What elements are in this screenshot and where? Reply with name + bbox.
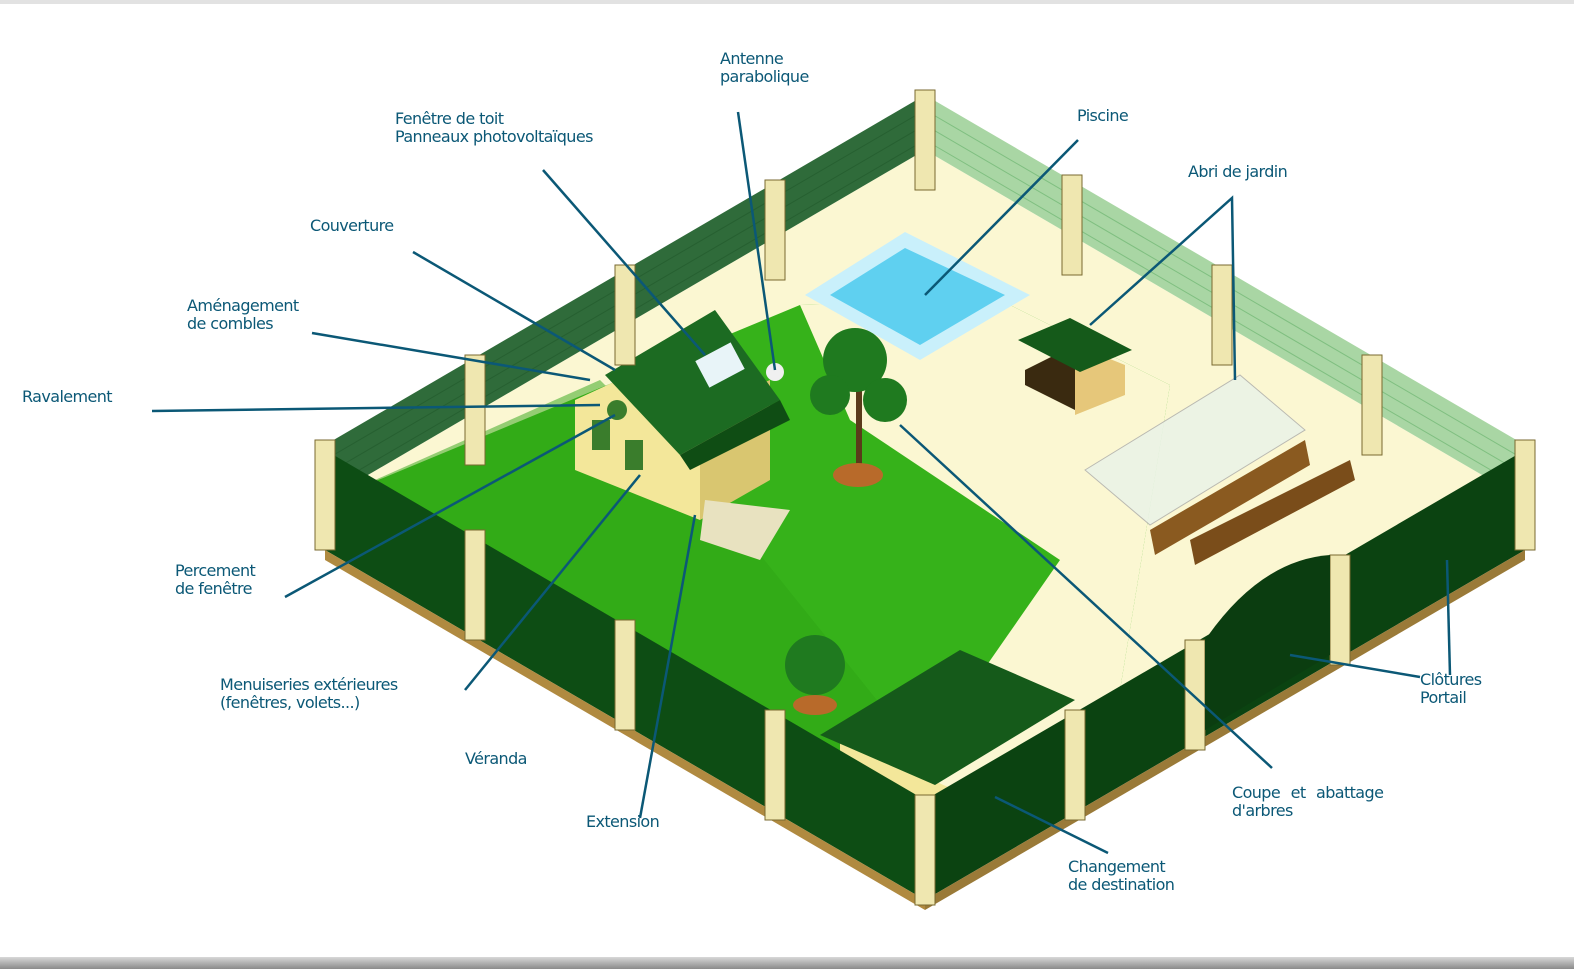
label-extension: Extension (586, 812, 660, 831)
label-line: Fenêtre de toit (395, 109, 504, 128)
house (575, 310, 790, 560)
label-line: Menuiseries extérieures (220, 675, 398, 694)
gate (1205, 555, 1330, 730)
top-border (0, 0, 1574, 4)
garden-shed (1018, 318, 1132, 415)
label-line: de fenêtre (175, 579, 253, 598)
label-line: Coupe et abattage (1232, 783, 1384, 802)
leader-lines (151, 111, 1452, 855)
label-line: parabolique (720, 67, 809, 86)
label-line: Panneaux photovoltaïques (395, 127, 593, 146)
label-line: Percement (175, 561, 256, 580)
label-ravalement: Ravalement (22, 387, 113, 406)
label-line: d'arbres (1232, 801, 1293, 820)
greenhouse (1084, 374, 1355, 565)
label-piscine: Piscine (1077, 106, 1129, 125)
label-line: Clôtures (1420, 670, 1482, 689)
label-line: Changement (1068, 857, 1166, 876)
label-line: de combles (187, 314, 274, 333)
tree (833, 463, 883, 487)
fence-posts (314, 89, 1536, 906)
label-couverture: Couverture (310, 216, 394, 235)
label-line: Aménagement (187, 296, 299, 315)
label-veranda: Véranda (465, 749, 527, 768)
label-line: Portail (1420, 688, 1467, 707)
bottom-border (0, 957, 1574, 969)
label-line: de destination (1068, 875, 1175, 894)
label-line: Antenne (720, 49, 784, 68)
label-line: (fenêtres, volets...) (220, 693, 360, 712)
label-abri: Abri de jardin (1188, 162, 1288, 181)
label-menuiseries: Menuiseries extérieures(fenêtres, volets… (220, 676, 398, 712)
